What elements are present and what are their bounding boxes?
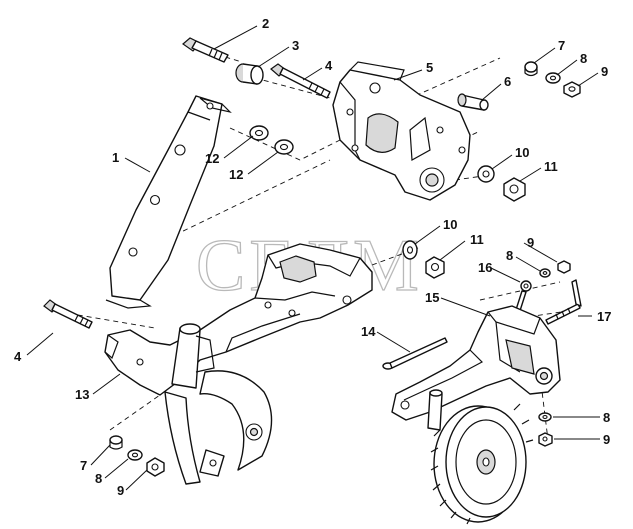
callout-10-center: 10 xyxy=(443,217,457,232)
callout-15: 15 xyxy=(425,290,439,305)
spacer-part-7-upper xyxy=(524,61,538,77)
leader-lines xyxy=(26,25,600,491)
spacer-part-7-lower xyxy=(109,435,123,450)
callout-8-right-lower: 8 xyxy=(603,410,610,425)
callout-labels: 2 3 4 5 6 7 8 9 10 11 1 12 12 10 11 9 8 … xyxy=(14,16,611,498)
washer-part-8-upper xyxy=(545,72,561,84)
long-bolt-part-4-lower xyxy=(43,299,93,329)
callout-10-upper: 10 xyxy=(515,145,529,160)
callout-12-a: 12 xyxy=(205,151,219,166)
nut-part-11-upper xyxy=(503,177,526,202)
callout-9-right-lower: 9 xyxy=(603,432,610,447)
washer-part-10-center xyxy=(402,240,418,260)
nut-part-11-center xyxy=(425,256,445,279)
callout-1: 1 xyxy=(112,150,119,165)
long-bolt-part-4-upper xyxy=(270,63,331,99)
callout-17: 17 xyxy=(597,309,611,324)
callout-9-lower: 9 xyxy=(117,483,124,498)
depth-wheel xyxy=(430,403,534,525)
frame-part-13 xyxy=(104,243,373,396)
callout-8-upper: 8 xyxy=(580,51,587,66)
washer-part-8-lower xyxy=(127,449,143,461)
nut-part-9-right-lower xyxy=(538,432,553,447)
callout-3: 3 xyxy=(292,38,299,53)
upper-bracket-part-5 xyxy=(332,61,471,201)
callout-11-upper: 11 xyxy=(544,159,558,174)
washer-part-8-right-top xyxy=(539,268,551,278)
washer-part-8-right-lower xyxy=(538,412,552,422)
callout-2: 2 xyxy=(262,16,269,31)
washer-part-10-upper xyxy=(477,165,495,183)
nut-part-9-upper xyxy=(563,81,581,98)
wheel-bracket-part-15 xyxy=(391,305,561,431)
callout-7-lower: 7 xyxy=(80,458,87,473)
callout-7-upper: 7 xyxy=(558,38,565,53)
tine-blade xyxy=(164,370,273,485)
spacer-part-3 xyxy=(235,63,264,85)
callout-9-upper: 9 xyxy=(601,64,608,79)
callout-14: 14 xyxy=(361,324,376,339)
rod-part-17 xyxy=(545,279,582,325)
stud-part-6 xyxy=(457,93,489,111)
callout-8-lower: 8 xyxy=(95,471,102,486)
washer-part-12-a xyxy=(249,125,269,141)
callout-16: 16 xyxy=(478,260,492,275)
nut-part-9-right-top xyxy=(557,260,571,274)
callout-5: 5 xyxy=(426,60,433,75)
callout-4-lower: 4 xyxy=(14,349,22,364)
callout-9-right-top: 9 xyxy=(527,235,534,250)
pin-part-14 xyxy=(382,337,448,370)
callout-4-upper: 4 xyxy=(325,58,333,73)
callout-12-b: 12 xyxy=(229,167,243,182)
callout-13: 13 xyxy=(75,387,89,402)
callout-11-center: 11 xyxy=(470,232,484,247)
bolt-part-2 xyxy=(182,37,229,63)
washer-part-12-b xyxy=(274,139,294,155)
nut-part-9-lower xyxy=(146,457,165,477)
support-arm-part-1 xyxy=(105,95,232,309)
callout-8-right-top: 8 xyxy=(506,248,513,263)
callout-6: 6 xyxy=(504,74,511,89)
